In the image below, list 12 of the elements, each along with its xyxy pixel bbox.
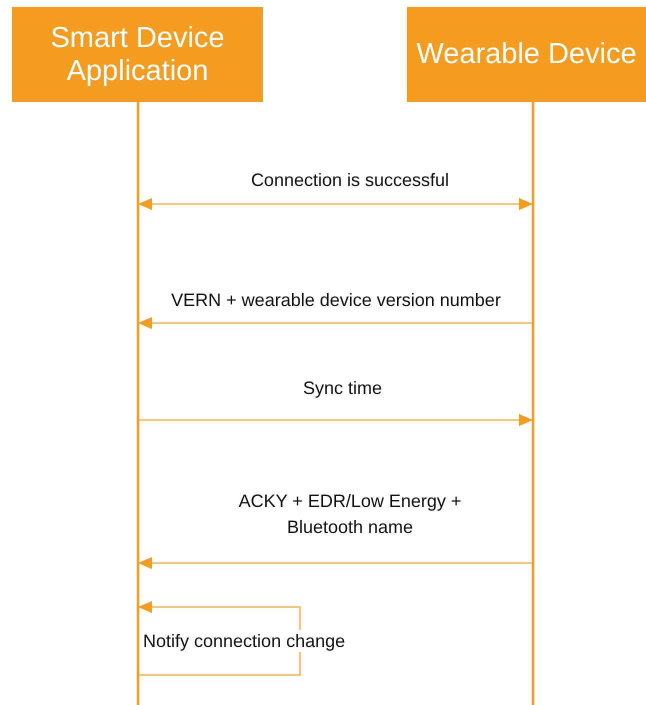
message-label: VERN + wearable device version number (170, 289, 502, 312)
message-label: Notify connection change (143, 630, 346, 652)
message-label: Sync time (302, 377, 384, 400)
message-arrow (138, 317, 532, 329)
participant-box: Smart Device Application (12, 7, 263, 102)
message-arrow (138, 198, 533, 210)
self-message-arrow (138, 601, 301, 676)
message-arrow (138, 557, 532, 569)
message-label: Connection is successful (250, 169, 450, 192)
message-arrow (139, 414, 533, 426)
participant-box: Wearable Device (407, 7, 646, 102)
message-label: ACKY + EDR/Low Energy + Bluetooth name (238, 490, 462, 539)
